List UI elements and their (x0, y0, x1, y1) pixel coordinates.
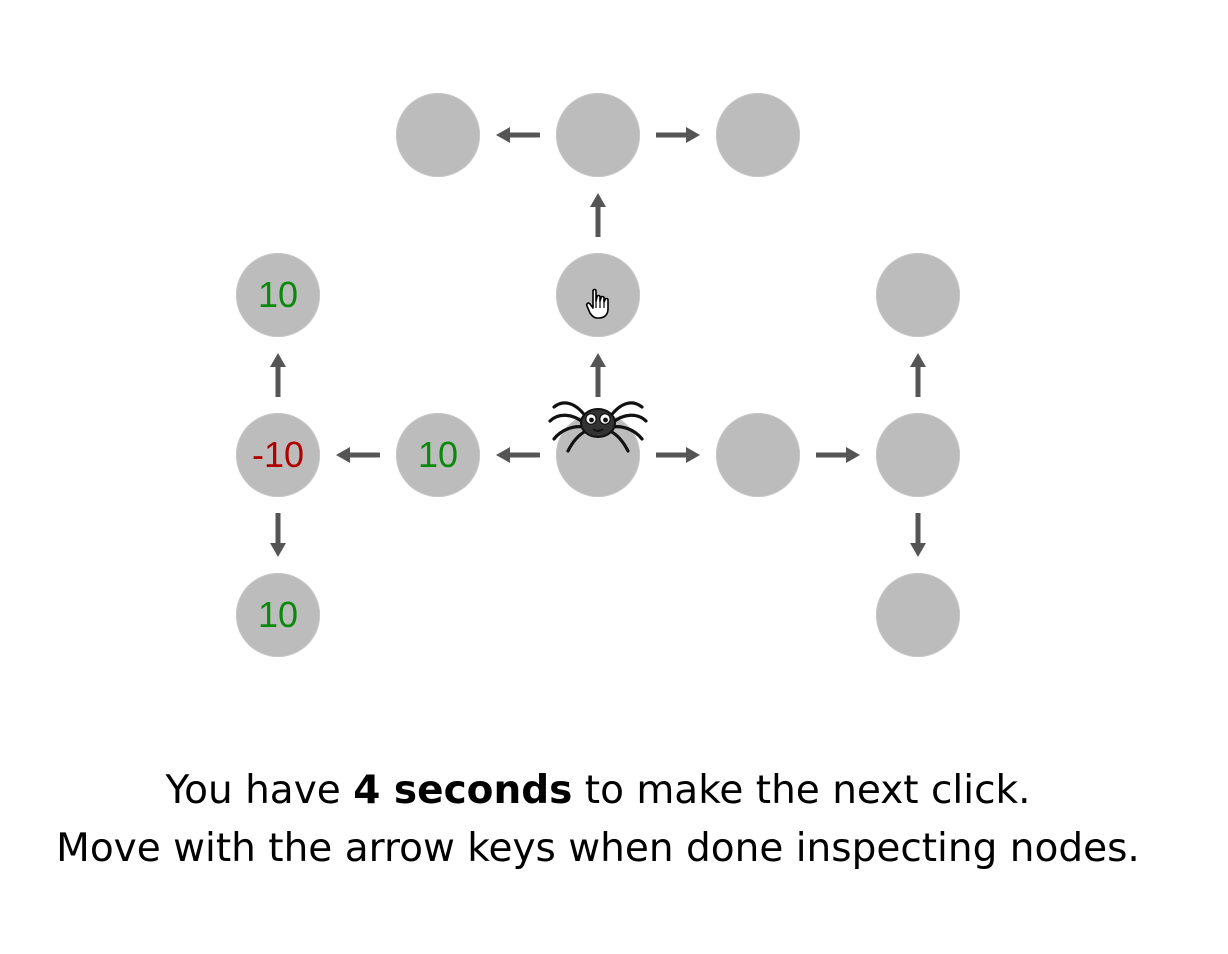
arrow-right-icon (656, 127, 700, 143)
arrow-left-icon (496, 447, 540, 463)
arrow-up-icon (270, 353, 286, 397)
node-mid-up[interactable] (556, 253, 640, 337)
node-reward-value: 10 (257, 274, 299, 315)
timer-suffix: to make the next click. (572, 768, 1031, 813)
node-far-left[interactable]: -10 (236, 413, 320, 497)
edges-layer (270, 127, 926, 557)
arrow-up-icon (910, 353, 926, 397)
node-left-top[interactable]: 10 (236, 253, 320, 337)
timer-message: You have 4 seconds to make the next clic… (0, 762, 1196, 820)
spider-player-icon (548, 401, 648, 453)
arrow-right-icon (816, 447, 860, 463)
node-reward-value: -10 (251, 434, 305, 475)
arrow-right-icon (656, 447, 700, 463)
timer-prefix: You have (165, 768, 354, 813)
node-top-left[interactable] (396, 93, 480, 177)
timer-seconds: 4 seconds (353, 768, 573, 813)
movement-hint: Move with the arrow keys when done inspe… (56, 826, 1140, 871)
node-top-center[interactable] (556, 93, 640, 177)
node-right-bottom[interactable] (876, 573, 960, 657)
arrow-up-icon (590, 193, 606, 237)
node-near-right[interactable] (716, 413, 800, 497)
arrow-up-icon (590, 353, 606, 397)
node-top-right[interactable] (716, 93, 800, 177)
arrow-left-icon (496, 127, 540, 143)
game-board: 10 -10 10 10 (236, 93, 960, 657)
node-reward-value: 10 (417, 434, 459, 475)
instructions: You have 4 seconds to make the next clic… (0, 762, 1196, 878)
node-far-right[interactable] (876, 413, 960, 497)
arrow-down-icon (910, 513, 926, 557)
node-reward-value: 10 (257, 594, 299, 635)
arrow-down-icon (270, 513, 286, 557)
node-right-top[interactable] (876, 253, 960, 337)
node-near-left[interactable]: 10 (396, 413, 480, 497)
arrow-left-icon (336, 447, 380, 463)
node-left-bottom[interactable]: 10 (236, 573, 320, 657)
